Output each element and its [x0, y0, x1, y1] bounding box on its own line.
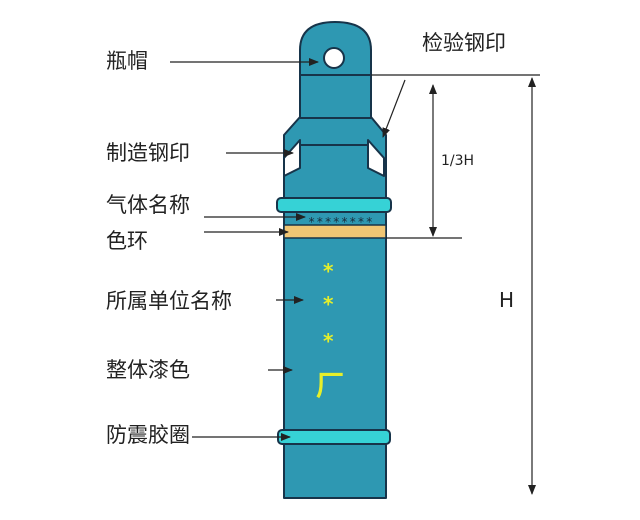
leader-arrows: [170, 58, 406, 441]
label-gas-name: 气体名称: [106, 193, 190, 217]
bottom-rubber-band: [277, 429, 391, 445]
right-stamp-face: [367, 139, 385, 177]
dimension-lines: [371, 74, 540, 495]
label-unit-name: 所属单位名称: [106, 289, 232, 313]
cap-hole: [323, 47, 345, 69]
label-color-ring: 色环: [106, 229, 148, 253]
cylinder-body: [283, 74, 387, 499]
color-ring-band: [283, 224, 387, 239]
label-inspection-stamp: 检验钢印: [422, 31, 506, 55]
top-rubber-band: [276, 197, 392, 213]
cylinder: ******** * * * 厂: [276, 20, 392, 499]
unit-mark-2: *: [323, 292, 334, 316]
label-overall-paint: 整体漆色: [106, 358, 190, 382]
unit-mark-3: *: [323, 329, 334, 353]
label-rubber-ring: 防震胶圈: [106, 423, 190, 447]
label-manufacture-stamp: 制造钢印: [106, 141, 190, 165]
unit-char: 厂: [316, 369, 344, 402]
label-third-height: 1/3H: [441, 153, 474, 169]
label-cap: 瓶帽: [106, 49, 148, 73]
label-height: H: [499, 288, 514, 312]
arrow-inspection: [382, 79, 406, 138]
unit-mark-1: *: [323, 259, 334, 283]
